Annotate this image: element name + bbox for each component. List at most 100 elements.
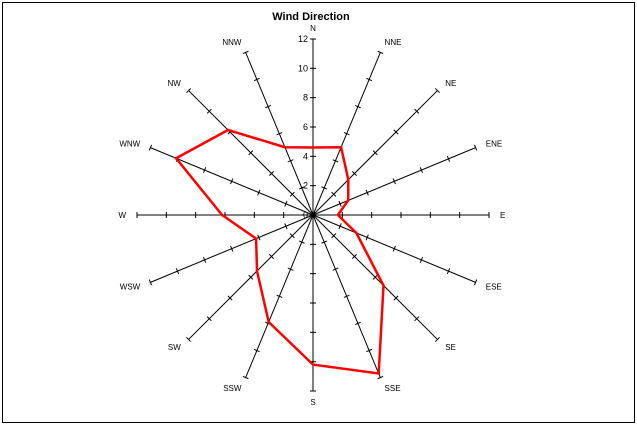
direction-label-wnw: WNW <box>119 139 140 148</box>
data-point-w <box>220 213 224 217</box>
tick-wsw-2 <box>284 223 288 230</box>
tick-wsw-6 <box>230 245 234 252</box>
tick-wsw-10 <box>175 268 180 275</box>
tick-nnw-8 <box>265 104 272 109</box>
tick-nw-12 <box>186 88 192 94</box>
tick-label-0: 0 <box>303 210 308 220</box>
data-point-ene <box>347 199 350 202</box>
tick-nne-4 <box>332 159 339 163</box>
data-point-nw <box>226 128 230 132</box>
tick-sse-6 <box>343 294 350 298</box>
tick-nne-6 <box>343 132 350 136</box>
tick-ne-4 <box>352 171 357 176</box>
tick-ene-6 <box>392 178 396 185</box>
tick-sw-6 <box>248 274 254 280</box>
tick-wnw-8 <box>202 167 207 174</box>
data-point-e <box>336 213 340 217</box>
direction-label-sse: SSE <box>385 384 401 393</box>
direction-label-se: SE <box>445 343 456 352</box>
tick-sse-2 <box>321 240 328 244</box>
tick-ene-8 <box>419 167 424 174</box>
tick-nnw-4 <box>287 159 294 163</box>
tick-sse-12 <box>377 375 384 380</box>
tick-wsw-4 <box>257 234 261 241</box>
tick-label-8: 8 <box>303 93 308 103</box>
tick-nw-6 <box>248 150 254 156</box>
tick-ese-12 <box>473 279 478 286</box>
data-point-ese <box>355 231 358 235</box>
tick-ssw-4 <box>287 267 294 271</box>
tick-label-4: 4 <box>303 151 308 161</box>
tick-sw-10 <box>206 316 212 322</box>
tick-ne-12 <box>434 88 440 94</box>
tick-ene-4 <box>365 189 369 196</box>
data-point-sse <box>377 372 380 375</box>
tick-se-8 <box>393 295 399 301</box>
tick-ssw-6 <box>276 294 283 298</box>
tick-label-2: 2 <box>303 181 308 191</box>
tick-se-2 <box>331 233 337 239</box>
data-point-se <box>382 284 385 287</box>
tick-ne-6 <box>372 150 378 156</box>
tick-label-12: 12 <box>298 34 308 44</box>
tick-ene-2 <box>338 200 342 207</box>
direction-label-n: N <box>310 24 316 33</box>
tick-ese-6 <box>392 245 396 252</box>
direction-label-ese: ESE <box>486 283 502 292</box>
data-point-ne <box>347 178 350 181</box>
tick-sw-4 <box>269 254 274 259</box>
tick-se-4 <box>352 254 357 259</box>
direction-label-e: E <box>500 211 505 220</box>
direction-label-nw: NW <box>167 79 181 88</box>
tick-sse-10 <box>366 348 373 353</box>
direction-label-nnw: NNW <box>222 38 242 47</box>
tick-nne-12 <box>377 50 384 55</box>
tick-sse-8 <box>354 321 361 326</box>
tick-nw-4 <box>269 171 274 176</box>
tick-se-12 <box>434 336 440 342</box>
direction-label-s: S <box>310 398 315 407</box>
data-point-wnw <box>174 157 178 160</box>
tick-wnw-6 <box>230 178 234 185</box>
tick-ne-8 <box>393 129 399 135</box>
tick-nw-10 <box>206 108 212 114</box>
tick-se-6 <box>372 274 378 280</box>
direction-label-sw: SW <box>168 343 181 352</box>
tick-ese-10 <box>446 268 451 275</box>
tick-nnw-10 <box>253 77 260 82</box>
tick-sw-2 <box>289 233 295 239</box>
axes <box>137 39 489 391</box>
tick-nnw-6 <box>276 132 283 136</box>
direction-label-wsw: WSW <box>120 283 141 292</box>
tick-ne-2 <box>331 191 337 197</box>
tick-sw-12 <box>186 336 192 342</box>
tick-ssw-10 <box>253 348 260 353</box>
tick-wnw-12 <box>148 144 153 151</box>
tick-ssw-2 <box>298 240 305 244</box>
tick-nne-8 <box>354 104 361 109</box>
series-line-0 <box>174 128 385 375</box>
tick-se-10 <box>414 316 420 322</box>
data-point-nnw <box>283 146 287 149</box>
tick-wnw-2 <box>284 200 288 207</box>
tick-ese-8 <box>419 256 424 263</box>
tick-sw-8 <box>227 295 233 301</box>
tick-ne-10 <box>414 108 420 114</box>
tick-ese-2 <box>338 223 342 230</box>
tick-nne-2 <box>321 186 328 190</box>
data-point-s <box>311 363 315 366</box>
direction-label-ne: NE <box>445 79 456 88</box>
tick-nne-10 <box>366 77 373 82</box>
tick-wsw-12 <box>148 279 153 286</box>
tick-wnw-4 <box>257 189 261 196</box>
tick-ssw-12 <box>242 375 249 380</box>
tick-wsw-8 <box>202 256 207 263</box>
chart-title: Wind Direction <box>272 11 350 23</box>
tick-sse-4 <box>332 267 339 271</box>
tick-ene-10 <box>446 155 451 162</box>
data-point-wsw <box>254 237 258 240</box>
